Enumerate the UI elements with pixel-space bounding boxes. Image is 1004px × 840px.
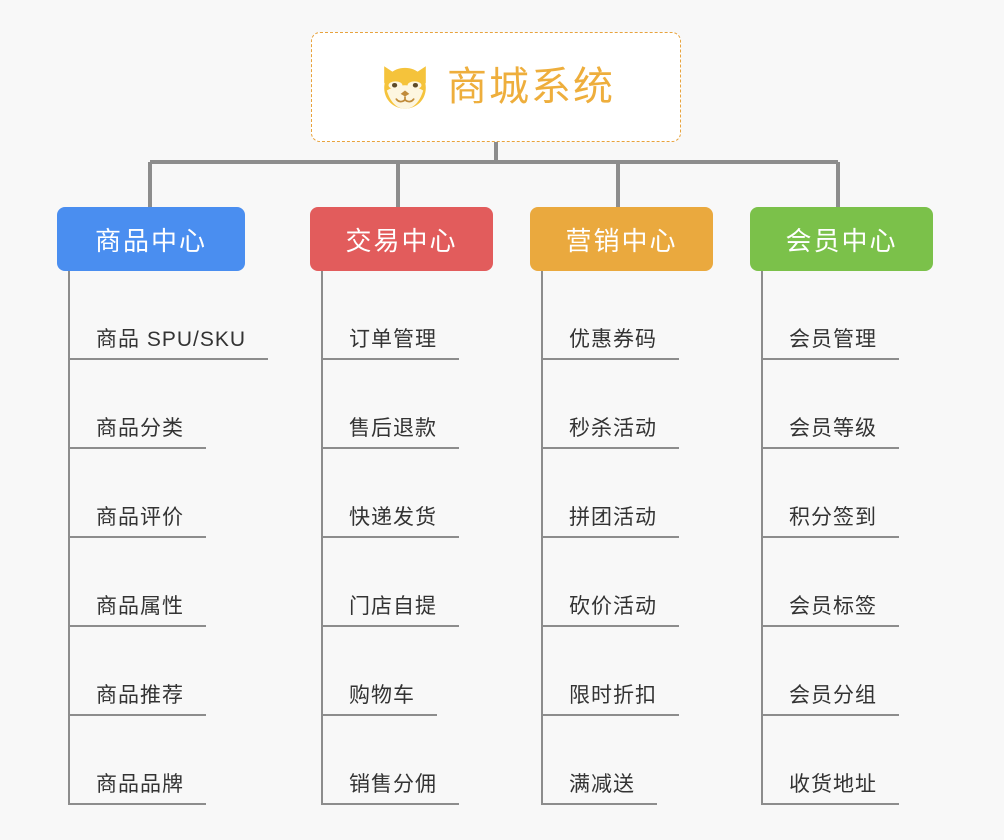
list-item[interactable]: 限时折扣 <box>530 627 770 716</box>
fox-face-icon <box>384 66 426 109</box>
leaf-label: 砍价活动 <box>541 595 679 627</box>
branch-spine-1 <box>68 271 70 805</box>
root-title: 商城系统 <box>447 65 615 109</box>
leaf-label: 秒杀活动 <box>541 417 679 449</box>
leaf-label: 满减送 <box>541 773 657 805</box>
branch-leaf-list-1: 商品 SPU/SKU 商品分类 商品评价 商品属性 商品推荐 商品品牌 <box>57 271 317 805</box>
list-item[interactable]: 收货地址 <box>750 716 990 805</box>
leaf-label: 商品品牌 <box>68 773 206 805</box>
list-item[interactable]: 会员分组 <box>750 627 990 716</box>
branch-spine-3 <box>541 271 543 805</box>
list-item[interactable]: 会员等级 <box>750 360 990 449</box>
list-item[interactable]: 商品品牌 <box>57 716 317 805</box>
leaf-label: 商品推荐 <box>68 684 206 716</box>
leaf-label: 门店自提 <box>321 595 459 627</box>
list-item[interactable]: 商品推荐 <box>57 627 317 716</box>
root-node[interactable]: 商城系统 <box>311 32 681 142</box>
list-item[interactable]: 门店自提 <box>310 538 550 627</box>
branch-header-label-1: 商品中心 <box>94 225 207 256</box>
leaf-label: 限时折扣 <box>541 684 679 716</box>
branch-body-4: 会员管理 会员等级 积分签到 会员标签 会员分组 收货地址 <box>750 271 990 805</box>
leaf-label: 拼团活动 <box>541 506 679 538</box>
leaf-label: 积分签到 <box>761 506 899 538</box>
list-item[interactable]: 积分签到 <box>750 449 990 538</box>
branch-body-1: 商品 SPU/SKU 商品分类 商品评价 商品属性 商品推荐 商品品牌 <box>57 271 317 805</box>
leaf-label: 收货地址 <box>761 773 899 805</box>
list-item[interactable]: 砍价活动 <box>530 538 770 627</box>
list-item[interactable]: 订单管理 <box>310 271 550 360</box>
branch-body-3: 优惠券码 秒杀活动 拼团活动 砍价活动 限时折扣 满减送 <box>530 271 770 805</box>
branch-header-1[interactable]: 商品中心 <box>57 207 245 271</box>
leaf-label: 订单管理 <box>321 328 459 360</box>
leaf-label: 会员分组 <box>761 684 899 716</box>
branch-leaf-list-3: 优惠券码 秒杀活动 拼团活动 砍价活动 限时折扣 满减送 <box>530 271 770 805</box>
branch-header-3[interactable]: 营销中心 <box>530 207 713 271</box>
leaf-label: 商品属性 <box>68 595 206 627</box>
leaf-label: 快递发货 <box>321 506 459 538</box>
branch-column-4: 会员中心 会员管理 会员等级 积分签到 会员标签 会员分组 收货地址 <box>750 207 990 805</box>
list-item[interactable]: 售后退款 <box>310 360 550 449</box>
branch-leaf-list-4: 会员管理 会员等级 积分签到 会员标签 会员分组 收货地址 <box>750 271 990 805</box>
leaf-label: 商品分类 <box>68 417 206 449</box>
list-item[interactable]: 销售分佣 <box>310 716 550 805</box>
branch-spine-2 <box>321 271 323 805</box>
branch-header-label-2: 交易中心 <box>345 225 458 256</box>
branch-header-2[interactable]: 交易中心 <box>310 207 493 271</box>
branch-leaf-list-2: 订单管理 售后退款 快递发货 门店自提 购物车 销售分佣 <box>310 271 550 805</box>
branch-header-label-3: 营销中心 <box>565 225 678 256</box>
leaf-label: 购物车 <box>321 684 437 716</box>
leaf-label: 售后退款 <box>321 417 459 449</box>
list-item[interactable]: 商品 SPU/SKU <box>57 271 317 360</box>
leaf-label: 会员等级 <box>761 417 899 449</box>
list-item[interactable]: 会员标签 <box>750 538 990 627</box>
list-item[interactable]: 拼团活动 <box>530 449 770 538</box>
leaf-label: 优惠券码 <box>541 328 679 360</box>
list-item[interactable]: 商品分类 <box>57 360 317 449</box>
list-item[interactable]: 商品评价 <box>57 449 317 538</box>
list-item[interactable]: 购物车 <box>310 627 550 716</box>
list-item[interactable]: 秒杀活动 <box>530 360 770 449</box>
branch-header-4[interactable]: 会员中心 <box>750 207 933 271</box>
list-item[interactable]: 优惠券码 <box>530 271 770 360</box>
branch-header-label-4: 会员中心 <box>785 225 898 256</box>
leaf-label: 会员管理 <box>761 328 899 360</box>
leaf-label: 会员标签 <box>761 595 899 627</box>
branch-column-2: 交易中心 订单管理 售后退款 快递发货 门店自提 购物车 销售分佣 <box>310 207 550 805</box>
branch-spine-4 <box>761 271 763 805</box>
list-item[interactable]: 会员管理 <box>750 271 990 360</box>
branch-body-2: 订单管理 售后退款 快递发货 门店自提 购物车 销售分佣 <box>310 271 550 805</box>
leaf-label: 商品评价 <box>68 506 206 538</box>
leaf-label: 商品 SPU/SKU <box>68 328 269 360</box>
leaf-label: 销售分佣 <box>321 773 459 805</box>
list-item[interactable]: 快递发货 <box>310 449 550 538</box>
list-item[interactable]: 满减送 <box>530 716 770 805</box>
list-item[interactable]: 商品属性 <box>57 538 317 627</box>
branch-column-3: 营销中心 优惠券码 秒杀活动 拼团活动 砍价活动 限时折扣 满减送 <box>530 207 770 805</box>
branch-column-1: 商品中心 商品 SPU/SKU 商品分类 商品评价 商品属性 商品推荐 商品品牌 <box>57 207 317 805</box>
